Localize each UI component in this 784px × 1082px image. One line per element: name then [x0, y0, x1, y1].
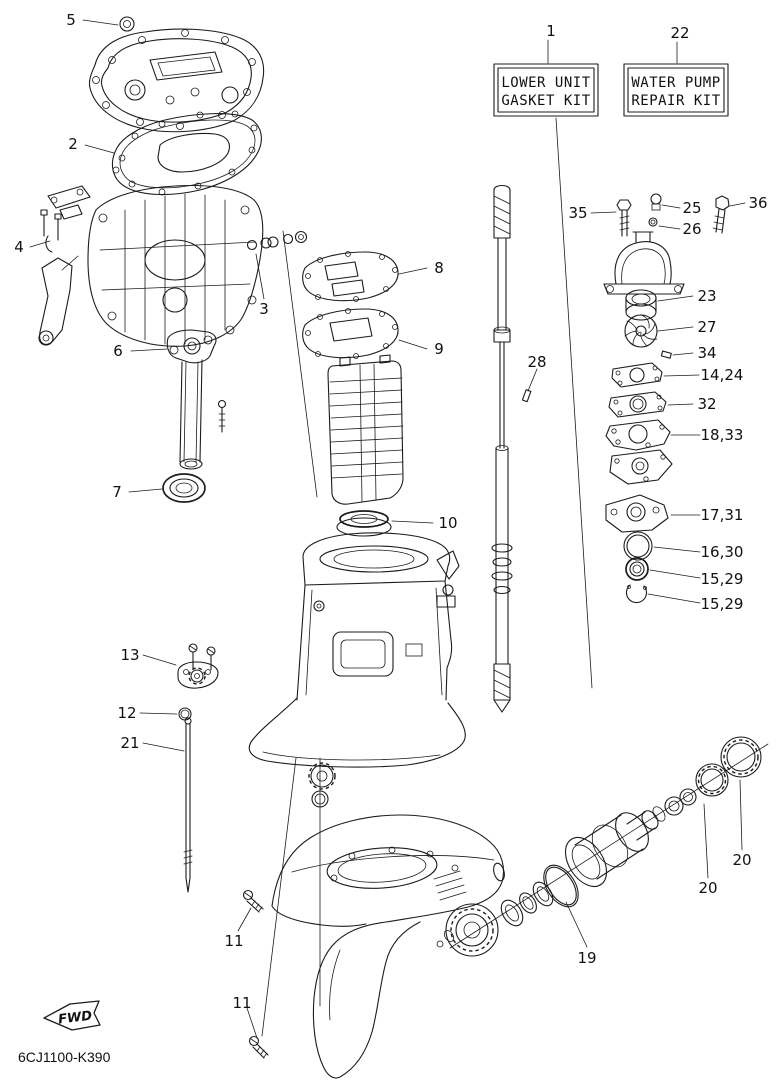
callout-13: 13 [120, 646, 139, 664]
callout-12: 12 [117, 704, 136, 722]
prop-shaft-parts [436, 864, 579, 957]
callout-18-33: 18,33 [701, 426, 744, 444]
callout-25: 25 [682, 199, 701, 217]
callout-9: 9 [434, 340, 444, 358]
kit-box-1-line1: LOWER UNIT [501, 75, 590, 91]
driveshaft [491, 184, 513, 713]
callout-3: 3 [259, 300, 269, 318]
callout-19: 19 [577, 949, 596, 967]
callout-5: 5 [66, 11, 76, 29]
kit-box-22-line2: REPAIR KIT [631, 93, 720, 109]
fwd-flag: FWD [43, 1000, 101, 1031]
callout-6: 6 [113, 342, 123, 360]
water-tube-part-6 [166, 329, 227, 470]
callouts: 1 22 5 2 4 3 6 7 8 9 10 28 35 25 26 36 2… [14, 11, 767, 1012]
callout-17-31: 17,31 [701, 506, 744, 524]
pin-part-28 [521, 389, 532, 403]
callout-14-24: 14,24 [701, 366, 744, 384]
callout-2: 2 [68, 135, 78, 153]
kit-box-water-pump-repair: WATER PUMP REPAIR KIT [623, 63, 729, 117]
callout-36: 36 [748, 194, 767, 212]
kit-box-22-line1: WATER PUMP [631, 75, 720, 91]
gasket-part-8 [302, 251, 399, 302]
callout-4: 4 [14, 238, 24, 256]
callout-22: 22 [670, 24, 689, 42]
callout-20-a: 20 [732, 851, 751, 869]
callout-21: 21 [120, 734, 139, 752]
callout-16-30: 16,30 [701, 543, 744, 561]
seal-part-7 [162, 473, 206, 503]
bolt-part-11-lower [248, 1035, 269, 1059]
exhaust-guide-assembly [88, 28, 265, 133]
callout-27: 27 [697, 318, 716, 336]
fwd-label: FWD [57, 1009, 93, 1028]
callout-26: 26 [682, 220, 701, 238]
callout-35: 35 [568, 204, 587, 222]
shift-bracket-parts-4 [38, 185, 91, 346]
bearing-carrier [564, 736, 762, 888]
callout-8: 8 [434, 259, 444, 277]
shift-rod-parts [177, 643, 219, 893]
bolt-part-11-upper [242, 889, 264, 913]
leader-lines [29, 19, 746, 1039]
washer-parts-3 [246, 230, 308, 251]
callout-28: 28 [527, 353, 546, 371]
callout-15-29-a: 15,29 [701, 570, 744, 588]
kit-box-1-line2: GASKET KIT [501, 93, 590, 109]
upper-casing-block [87, 184, 264, 347]
muffler-assembly [327, 354, 404, 505]
callout-11-b: 11 [232, 994, 251, 1012]
lower-gear-case [271, 814, 505, 1079]
callout-10: 10 [438, 514, 457, 532]
drawing-code: 6CJ1100-K390 [18, 1049, 111, 1065]
callout-34: 34 [697, 344, 716, 362]
water-pump-parts [603, 193, 730, 604]
callout-20-b: 20 [698, 879, 717, 897]
kit-box-lower-unit-gasket: LOWER UNIT GASKET KIT [493, 63, 599, 117]
callout-7: 7 [112, 483, 122, 501]
callout-11-a: 11 [224, 932, 243, 950]
gasket-part-2 [111, 110, 262, 196]
driveshaft-housing [248, 510, 466, 808]
nut-part-5 [119, 16, 135, 32]
callout-15-29-b: 15,29 [701, 595, 744, 613]
callout-23: 23 [697, 287, 716, 305]
callout-1: 1 [546, 22, 556, 40]
gasket-part-9 [302, 308, 399, 359]
callout-32: 32 [697, 395, 716, 413]
